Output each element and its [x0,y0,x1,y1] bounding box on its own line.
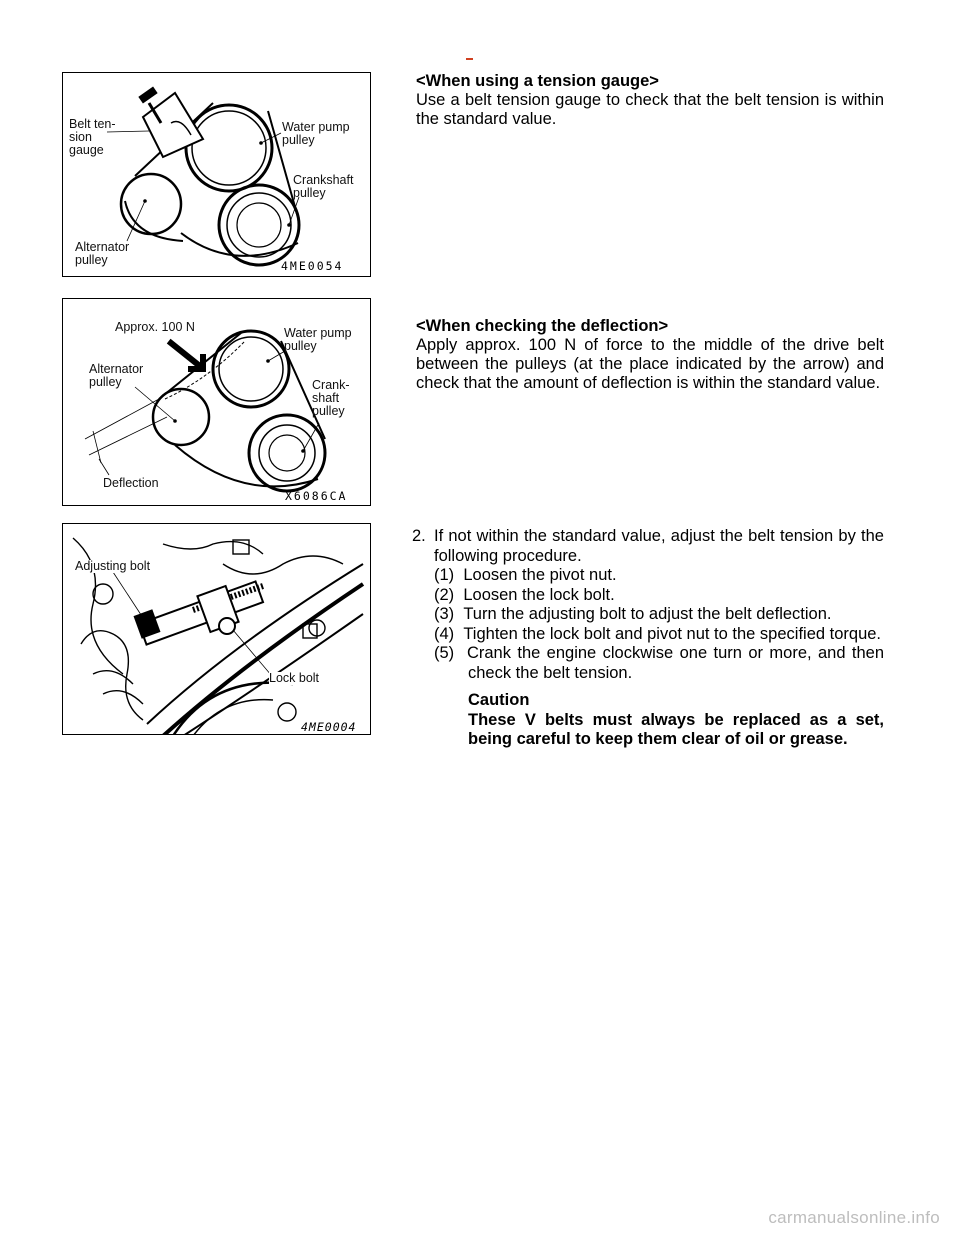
sub-step-text: Turn the adjusting bolt to adjust the be… [463,605,832,623]
label-water-pump-pulley: Water pump pulley [282,120,350,147]
label-crankshaft-pulley: Crank- shaft pulley [312,378,350,418]
label-alternator-pulley: Alternator pulley [75,240,130,267]
sub-step-text: Tighten the lock bolt and pivot nut to t… [463,624,881,643]
sub-step-number: (4) [434,624,455,643]
caution-title: Caution [468,691,530,709]
figure-code: X6086CA [285,489,348,503]
sub-step-3: (3) Turn the adjusting bolt to adjust th… [412,605,884,625]
sub-step-5: (5) Crank the engine clockwise one turn … [412,644,884,683]
adjustment-procedure: 2. If not within the standard value, adj… [412,527,884,750]
step-number: 2. [412,527,426,545]
tension-gauge-section: <When using a tension gauge> Use a belt … [416,72,884,129]
label-crankshaft-pulley: Crankshaft pulley [293,173,354,200]
sub-step-number: (5) [434,644,455,662]
tension-gauge-heading: <When using a tension gauge> [416,72,659,90]
label-belt-tension-gauge: Belt ten- sion gauge [69,117,116,157]
tension-gauge-text: Use a belt tension gauge to check that t… [416,91,884,128]
sub-step-number: (2) [434,585,455,604]
watermark: carmanualsonline.info [768,1208,940,1227]
figure-code: 4ME0054 [281,259,344,273]
label-adjusting-bolt: Adjusting bolt [75,559,151,573]
top-mark [466,58,473,60]
adjusting-bolt-diagram [72,537,365,734]
sub-step-4: (4) Tighten the lock bolt and pivot nut … [412,625,884,645]
deflection-heading: <When checking the deflection> [416,317,669,335]
sub-step-text: Loosen the lock bolt. [463,585,615,604]
procedure-step-2: 2. If not within the standard value, adj… [412,527,884,566]
label-alternator-pulley: Alternator pulley [89,362,144,389]
sub-step-1: (1) Loosen the pivot nut. [412,566,884,586]
adjusting-bolt-figure: Adjusting bolt Lock bolt 4ME0004 [62,523,371,735]
figure-code: 4ME0004 [301,720,357,734]
tension-gauge-figure: Belt ten- sion gauge Water pump pulley C… [62,72,371,277]
label-approx-force: Approx. 100 N [115,320,195,334]
label-lock-bolt: Lock bolt [269,671,320,685]
label-water-pump-pulley: Water pump pulley [284,326,352,353]
deflection-diagram [84,329,327,493]
step-text: If not within the standard value, adjust… [434,527,884,565]
sub-step-number: (1) [434,566,455,584]
tension-gauge-diagram [106,86,301,267]
sub-step-number: (3) [434,605,455,623]
sub-step-text: Loosen the pivot nut. [463,566,617,584]
caution-text: These V belts must always be replaced as… [468,710,884,749]
sub-step-text: Crank the engine clockwise one turn or m… [466,644,884,682]
caution-block: Caution These V belts must always be rep… [412,691,884,750]
deflection-section: <When checking the deflection> Apply app… [416,317,884,393]
sub-step-2: (2) Loosen the lock bolt. [412,586,884,606]
deflection-figure: Approx. 100 N Water pump pulley Alternat… [62,298,371,506]
label-deflection: Deflection [103,476,159,490]
deflection-text: Apply approx. 100 N of force to the midd… [416,336,884,392]
